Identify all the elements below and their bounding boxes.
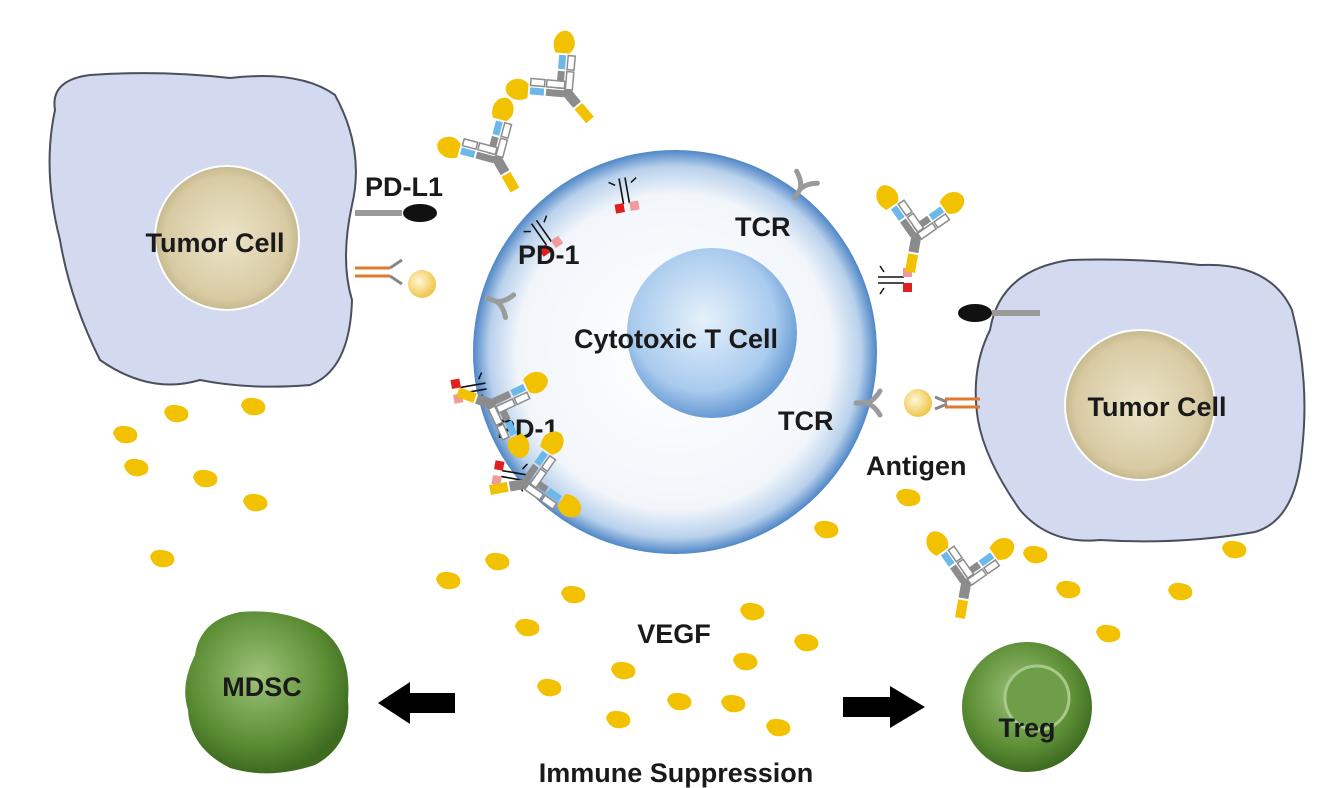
- tumor-cell-left-label: Tumor Cell: [145, 228, 284, 258]
- tcr-right-label: TCR: [778, 406, 834, 436]
- pd-l1-label: PD-L1: [365, 172, 443, 202]
- vegf-label: VEGF: [637, 619, 711, 649]
- tumor-cell-left: Tumor Cell: [48, 72, 357, 388]
- antigen-icon: [904, 389, 980, 417]
- mdsc-cell: MDSC: [185, 611, 349, 774]
- antibody-icon: [908, 517, 1024, 627]
- antigen-icon: [355, 258, 436, 298]
- antigen-label: Antigen: [866, 451, 967, 481]
- antibody-icon: [490, 18, 627, 154]
- treg-label: Treg: [998, 713, 1055, 743]
- tcr-top-label: TCR: [735, 212, 791, 242]
- immune-suppression-label: Immune Suppression: [539, 758, 814, 788]
- tumor-cell-right: Tumor Cell: [974, 258, 1306, 543]
- pd-l1-ligand-icon: [355, 204, 437, 222]
- antibody-icon: [423, 86, 557, 217]
- mdsc-label: MDSC: [222, 672, 302, 702]
- arrow-left-icon: [378, 682, 455, 724]
- t-cell-label: Cytotoxic T Cell: [574, 324, 778, 354]
- pd1-top-label: PD-1: [518, 240, 580, 270]
- pd-l1-ligand-icon: [958, 304, 1040, 322]
- cytotoxic-t-cell: Cytotoxic T Cell: [473, 150, 877, 554]
- arrow-right-icon: [843, 686, 925, 728]
- treg-cell: Treg: [962, 642, 1092, 772]
- tumor-cell-right-label: Tumor Cell: [1087, 392, 1226, 422]
- antibody-icon: [858, 171, 974, 281]
